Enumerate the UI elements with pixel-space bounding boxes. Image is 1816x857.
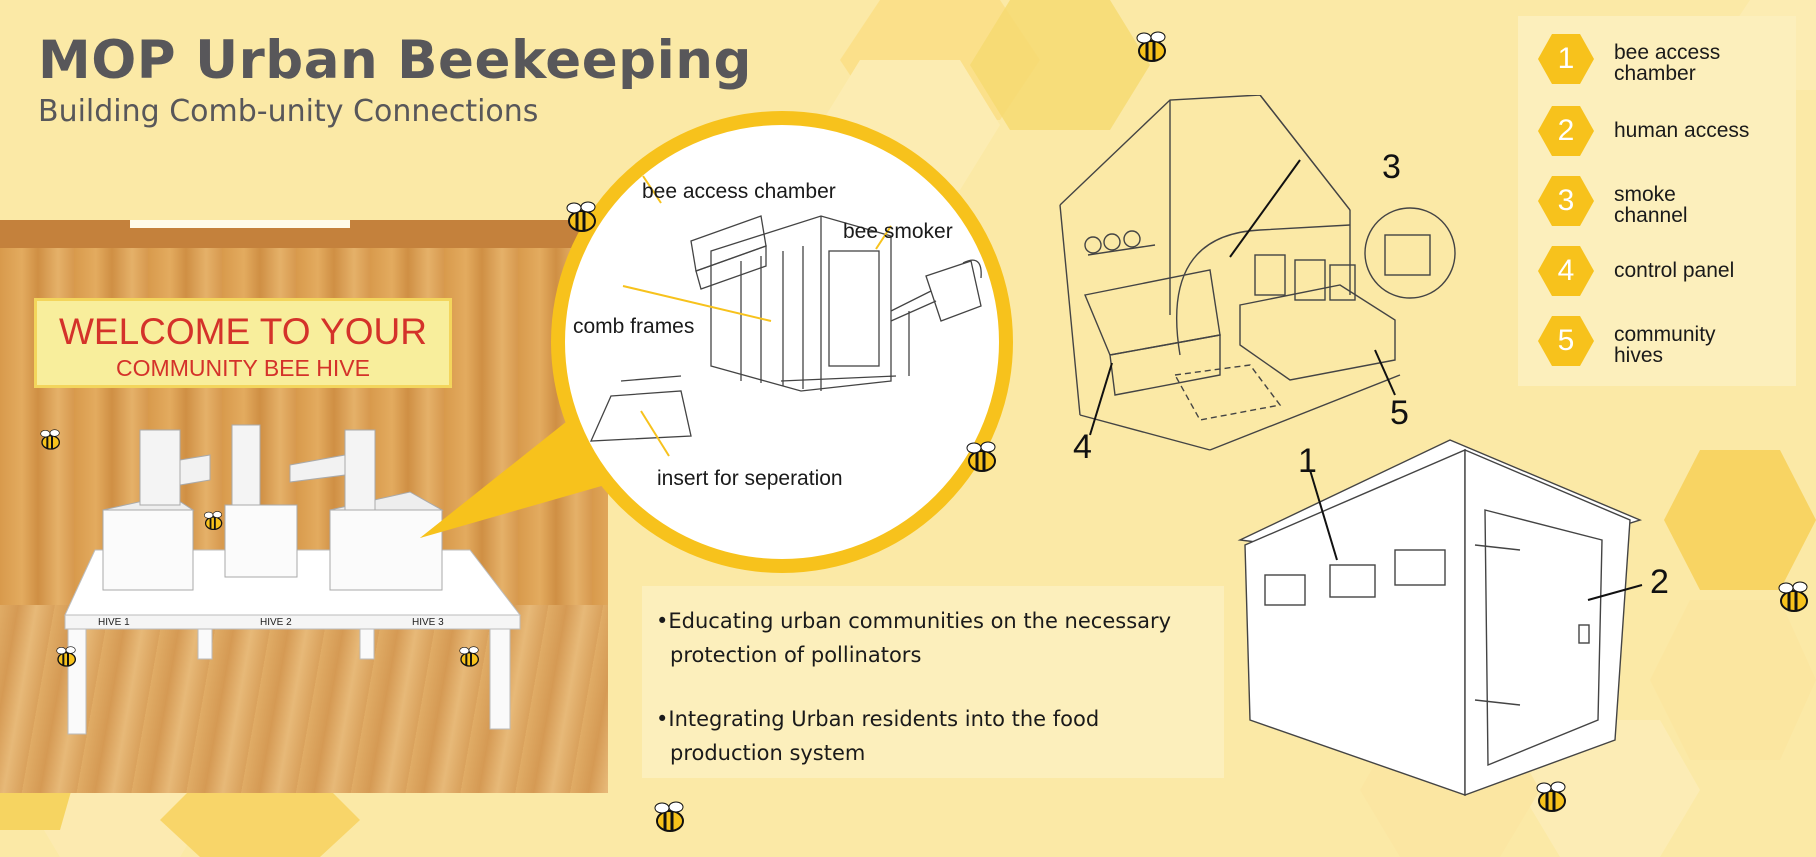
sketch-number-5: 5 xyxy=(1390,394,1409,432)
page-subtitle: Building Comb-unity Connections xyxy=(38,94,539,129)
legend-panel: 1 bee access chamber 2 human access 3 sm… xyxy=(1518,16,1796,386)
legend-number: 3 xyxy=(1557,184,1575,217)
legend-label: control panel xyxy=(1614,259,1735,282)
legend-label: community hives xyxy=(1614,323,1716,367)
bee-icon xyxy=(566,201,596,232)
hexagon-icon xyxy=(1538,176,1594,226)
bee-icon xyxy=(459,646,479,667)
welcome-sign-line2: COMMUNITY BEE HIVE xyxy=(116,355,370,381)
annotation-bee-access-chamber: bee access chamber xyxy=(642,180,836,203)
hive-detail-sketch xyxy=(589,175,982,457)
hive-label-1: HIVE 1 xyxy=(98,617,130,628)
sketch-number-4: 4 xyxy=(1073,428,1092,466)
bee-icon xyxy=(1536,781,1566,812)
bee-icon xyxy=(654,801,684,832)
bee-icon xyxy=(204,511,223,531)
legend-item: 1 bee access chamber xyxy=(1538,34,1788,94)
hive-label-2: HIVE 2 xyxy=(260,617,292,628)
legend-label: bee access chamber xyxy=(1614,41,1721,85)
legend-number: 2 xyxy=(1557,114,1575,147)
shed-cutaway-sketch xyxy=(1059,95,1456,451)
legend-item: 3 smoke channel xyxy=(1538,176,1788,236)
hexagon-icon xyxy=(1538,106,1594,156)
hexagon-icon xyxy=(1538,316,1594,366)
sketch-number-3: 3 xyxy=(1382,148,1401,186)
annotation-bee-smoker: bee smoker xyxy=(843,220,953,243)
bee-icon xyxy=(1136,31,1166,62)
ceiling-light xyxy=(130,220,350,228)
annotation-insert: insert for seperation xyxy=(657,467,843,490)
legend-number: 4 xyxy=(1557,254,1575,287)
bee-icon xyxy=(56,646,76,667)
sketch-number-1: 1 xyxy=(1298,442,1317,480)
legend-label: smoke channel xyxy=(1614,183,1688,227)
bullet-item: Integrating Urban residents into the foo… xyxy=(656,702,1210,770)
welcome-sign: WELCOME TO YOUR COMMUNITY BEE HIVE xyxy=(34,298,452,388)
legend-label: human access xyxy=(1614,119,1750,142)
annotation-comb-frames: comb frames xyxy=(573,315,695,338)
legend-item: 2 human access xyxy=(1538,106,1788,166)
bee-icon xyxy=(966,441,996,472)
bee-icon xyxy=(1778,581,1808,612)
bee-icon xyxy=(40,429,60,450)
shed-exterior-sketch xyxy=(1237,439,1643,797)
legend-number: 1 xyxy=(1557,42,1575,75)
hive-label-3: HIVE 3 xyxy=(412,617,444,628)
hexagon-icon xyxy=(1538,34,1594,84)
legend-number: 5 xyxy=(1557,324,1575,357)
mission-bullets: Educating urban communities on the neces… xyxy=(642,586,1224,778)
page-title: MOP Urban Beekeeping xyxy=(38,30,752,91)
bullet-item: Educating urban communities on the neces… xyxy=(656,604,1210,672)
hexagon-icon xyxy=(1538,246,1594,296)
legend-item: 4 control panel xyxy=(1538,246,1788,306)
welcome-sign-line1: WELCOME TO YOUR xyxy=(58,311,427,352)
sketch-number-2: 2 xyxy=(1650,563,1669,601)
legend-item: 5 community hives xyxy=(1538,316,1788,376)
